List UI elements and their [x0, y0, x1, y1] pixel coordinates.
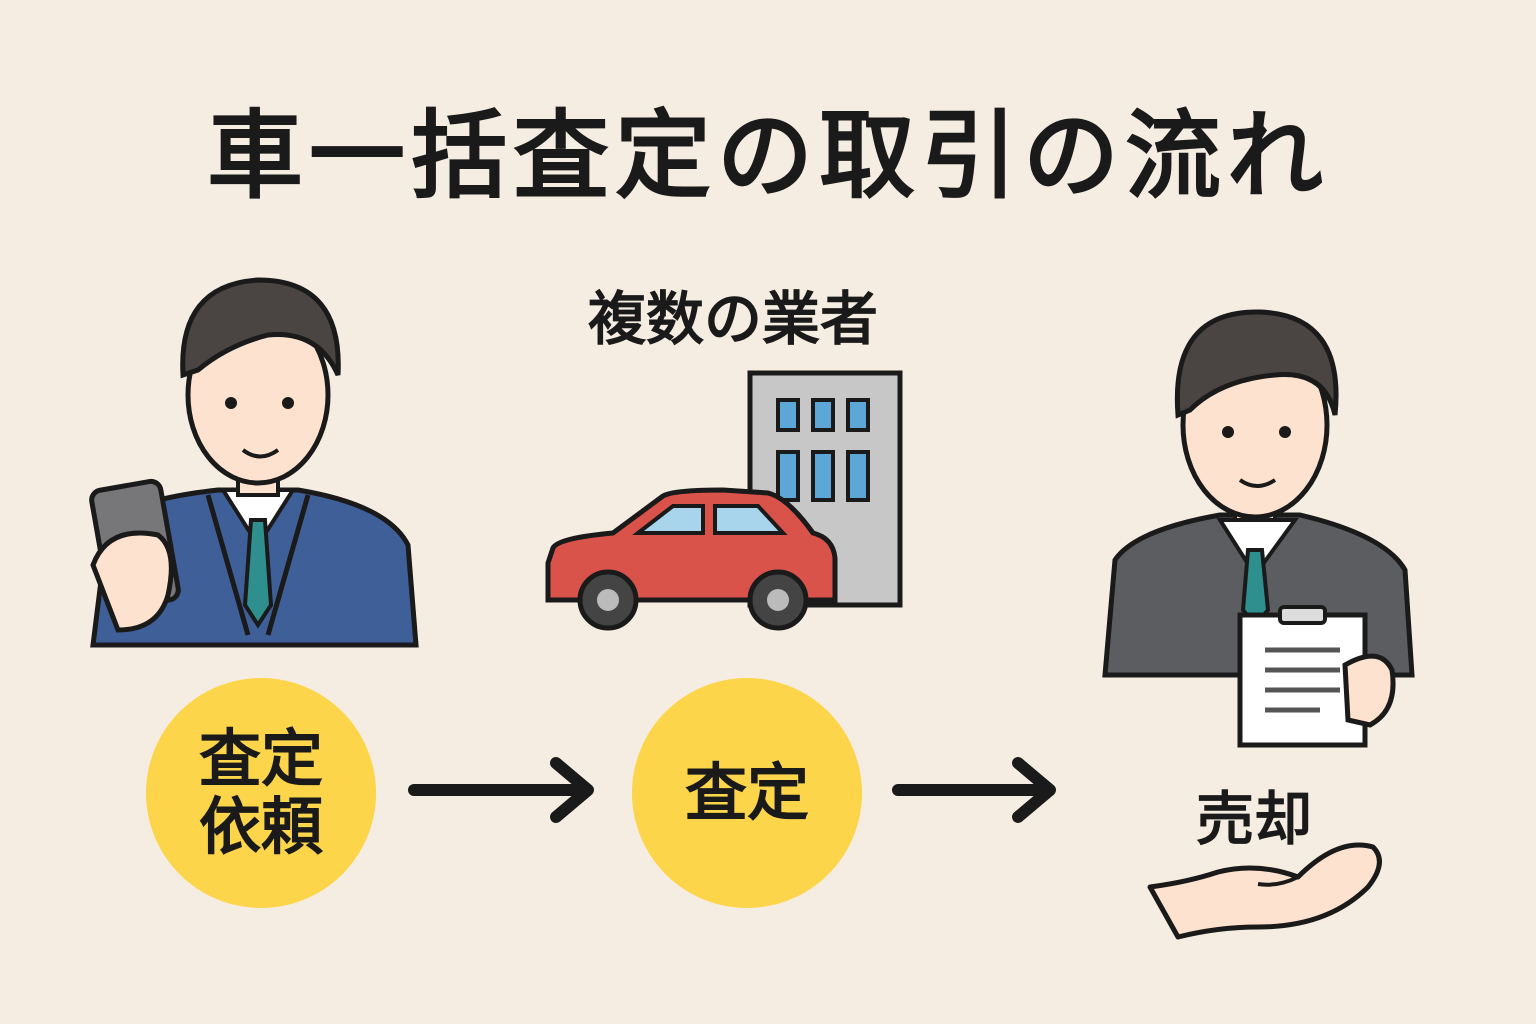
dealers-label: 複数の業者 [588, 285, 879, 353]
sale-label: 売却 [1196, 785, 1313, 853]
step-label-line1: 査定 [198, 721, 323, 795]
open-hand-icon [1147, 842, 1382, 940]
customer-with-phone-illustration [89, 277, 419, 648]
arrow-right-icon [892, 757, 1056, 823]
step-request-assessment: 査定 依頼 [146, 678, 376, 908]
step-label-line2: 依頼 [198, 790, 323, 863]
car-icon [545, 487, 838, 631]
dealer-with-clipboard-illustration [1102, 309, 1415, 748]
page-title: 車一括査定の取引の流れ [207, 100, 1329, 212]
arrow-right-icon [408, 757, 594, 823]
step-assessment: 査定 [632, 678, 862, 908]
step-label: 査定 [684, 755, 809, 829]
